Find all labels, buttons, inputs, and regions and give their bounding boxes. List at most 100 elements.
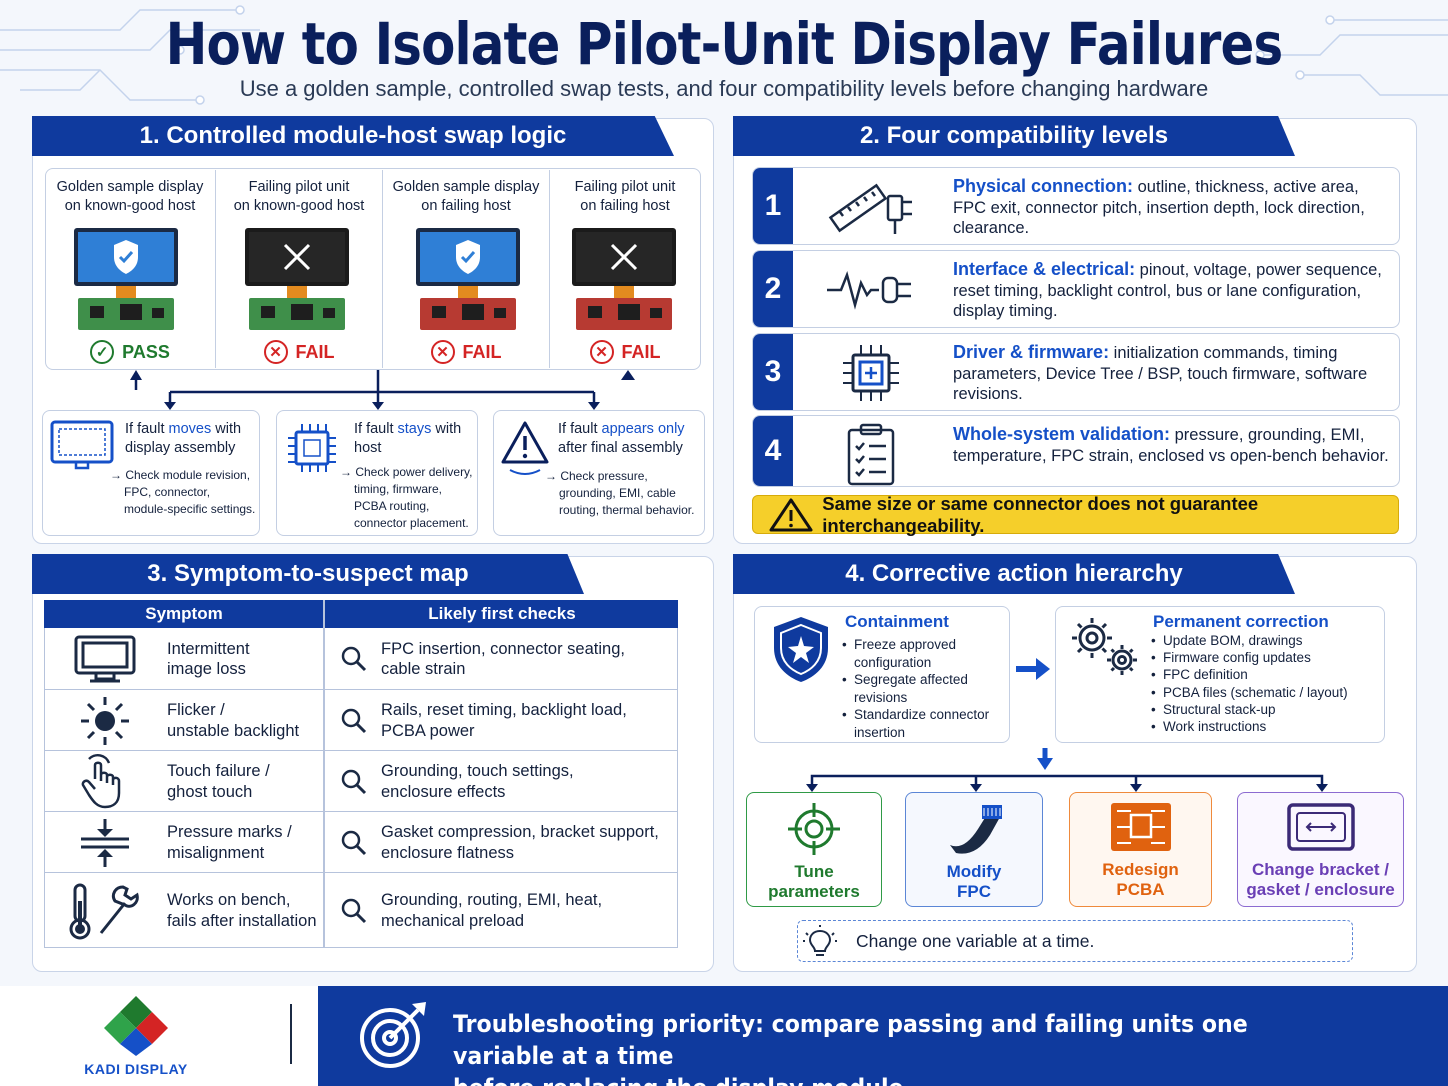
right-arrow-icon (1016, 658, 1050, 680)
symptom-table (44, 600, 678, 948)
ruler-connector-icon (821, 174, 921, 240)
brand-name: KADI DISPLAY (84, 1061, 188, 1077)
table-row: Flicker /unstable backlight Rails, reset … (44, 690, 678, 751)
golden-display-on-failing-host-icon (416, 228, 520, 330)
swap-logic-heading: 1. Controlled module-host swap logic (32, 116, 674, 156)
level-number: 2 (753, 251, 793, 327)
chip-icon (821, 340, 921, 406)
level-number: 1 (753, 168, 793, 244)
symptom-text: Touch failure /ghost touch (167, 762, 270, 801)
fail-x-icon: ✕ (263, 340, 288, 364)
magnifier-icon (340, 897, 368, 930)
level-description: Driver & firmware: initialization comman… (953, 342, 1368, 403)
interchangeability-warning: Same size or same connector does not gua… (752, 493, 1399, 536)
gears-icon (1072, 618, 1137, 675)
golden-display-on-good-host-icon (74, 228, 178, 330)
sun-icon (62, 690, 148, 751)
fail-x-icon: ✕ (430, 340, 455, 364)
level-description: Physical connection: outline, thickness,… (953, 176, 1365, 237)
crosshair-icon (788, 803, 840, 855)
level-description: Whole-system validation: pressure, groun… (953, 424, 1389, 465)
containment-list: Freeze approved configuration Segregate … (842, 636, 1006, 741)
failing-display-on-good-host-icon (245, 228, 349, 330)
magnifier-icon (340, 768, 368, 801)
outcome-moves-title: If fault moves with display assembly (125, 421, 242, 456)
circuit-decoration-right (1255, 15, 1448, 96)
table-row: Works on bench,fails after installation G… (44, 873, 678, 948)
fail-x-icon: ✕ (589, 340, 614, 364)
outcome-card-moves (42, 410, 260, 536)
touch-hand-icon (62, 751, 148, 812)
corrective-heading: 4. Corrective action hierarchy (733, 554, 1295, 594)
check-text: Grounding, touch settings,enclosure effe… (381, 762, 574, 801)
swap-col-1-result: ✓PASS (47, 340, 213, 364)
permanent-title: Permanent correction (1153, 612, 1329, 631)
page-subtitle: Use a golden sample, controlled swap tes… (239, 76, 1209, 101)
bracket-frame-icon (1286, 803, 1355, 851)
outcome-appears-detail: → Check pressure, grounding, EMI, cable … (545, 469, 695, 517)
host-chip-icon (288, 424, 336, 472)
outcome-appears-title: If fault appears only after final assemb… (558, 421, 685, 456)
symptom-text: Flicker /unstable backlight (167, 701, 300, 740)
page-title: How to Isolate Pilot-Unit Display Failur… (165, 10, 1284, 78)
footer-message: Troubleshooting priority: compare passin… (453, 1010, 1248, 1086)
symptom-text: Pressure marks /misalignment (167, 823, 292, 862)
circuit-decoration-left (0, 5, 260, 105)
option-change-bracket: Change bracket /gasket / enclosure (1237, 792, 1404, 907)
compat-level-4: 4 Whole-system validation: pressure, grou… (752, 415, 1400, 487)
pcba-board-icon (1110, 803, 1171, 851)
level-number: 4 (753, 416, 793, 486)
fpc-ribbon-icon (950, 805, 1002, 854)
magnifier-icon (340, 707, 368, 740)
symptom-text: Works on bench,fails after installation (167, 891, 317, 930)
checklist-icon (821, 422, 921, 486)
symptom-table-header: Symptom Likely first checks (44, 600, 678, 628)
hierarchy-branch-arrows (806, 748, 1328, 792)
outcome-moves-detail: → Check module revision, FPC, connector,… (110, 468, 256, 516)
swap-col-3-result: ✕FAIL (384, 340, 548, 364)
magnifier-icon (340, 829, 368, 862)
magnifier-icon (340, 645, 368, 678)
swap-col-2-result: ✕FAIL (217, 340, 381, 364)
containment-title: Containment (845, 612, 949, 631)
check-text: Gasket compression, bracket support,encl… (381, 823, 659, 862)
permanent-list: Update BOM, drawings Firmware config upd… (1151, 632, 1381, 735)
lightbulb-icon (803, 925, 837, 956)
failing-display-on-failing-host-icon (572, 228, 676, 330)
monitor-icon (62, 628, 148, 690)
compat-levels-heading: 2. Four compatibility levels (733, 116, 1295, 156)
target-arrow-icon (360, 1002, 426, 1068)
check-text: Rails, reset timing, backlight load,PCBA… (381, 701, 627, 740)
pressure-icon (62, 812, 148, 873)
warning-signal-icon (501, 421, 549, 475)
table-row: Touch failure /ghost touch Grounding, tou… (44, 751, 678, 812)
outcome-stays-detail: → Check power delivery, timing, firmware… (340, 465, 473, 530)
outcome-stays-title: If fault stays with host (354, 421, 462, 456)
warning-triangle-icon (769, 498, 813, 531)
compat-level-1: 1 Physical connection: outline, thickness… (752, 167, 1400, 245)
shield-star-icon (774, 617, 828, 682)
display-assembly-icon (50, 420, 114, 470)
signal-plug-icon (821, 257, 921, 323)
check-text: FPC insertion, connector seating,cable s… (381, 639, 625, 679)
tip-box: Change one variable at a time. (797, 920, 1353, 962)
swap-flow-arrows (130, 370, 635, 410)
level-description: Interface & electrical: pinout, voltage,… (953, 259, 1382, 320)
level-number: 3 (753, 334, 793, 410)
check-text: Grounding, routing, EMI, heat,mechanical… (381, 891, 603, 930)
table-row: Pressure marks /misalignment Gasket compr… (44, 812, 678, 873)
symptom-heading: 3. Symptom-to-suspect map (32, 554, 584, 594)
compat-level-3: 3 Driver & firmware: initialization comma… (752, 333, 1400, 411)
swap-col-4-result: ✕FAIL (551, 340, 699, 364)
kadi-logo-icon (104, 996, 168, 1056)
compat-level-2: 2 Interface & electrical: pinout, voltage… (752, 250, 1400, 328)
